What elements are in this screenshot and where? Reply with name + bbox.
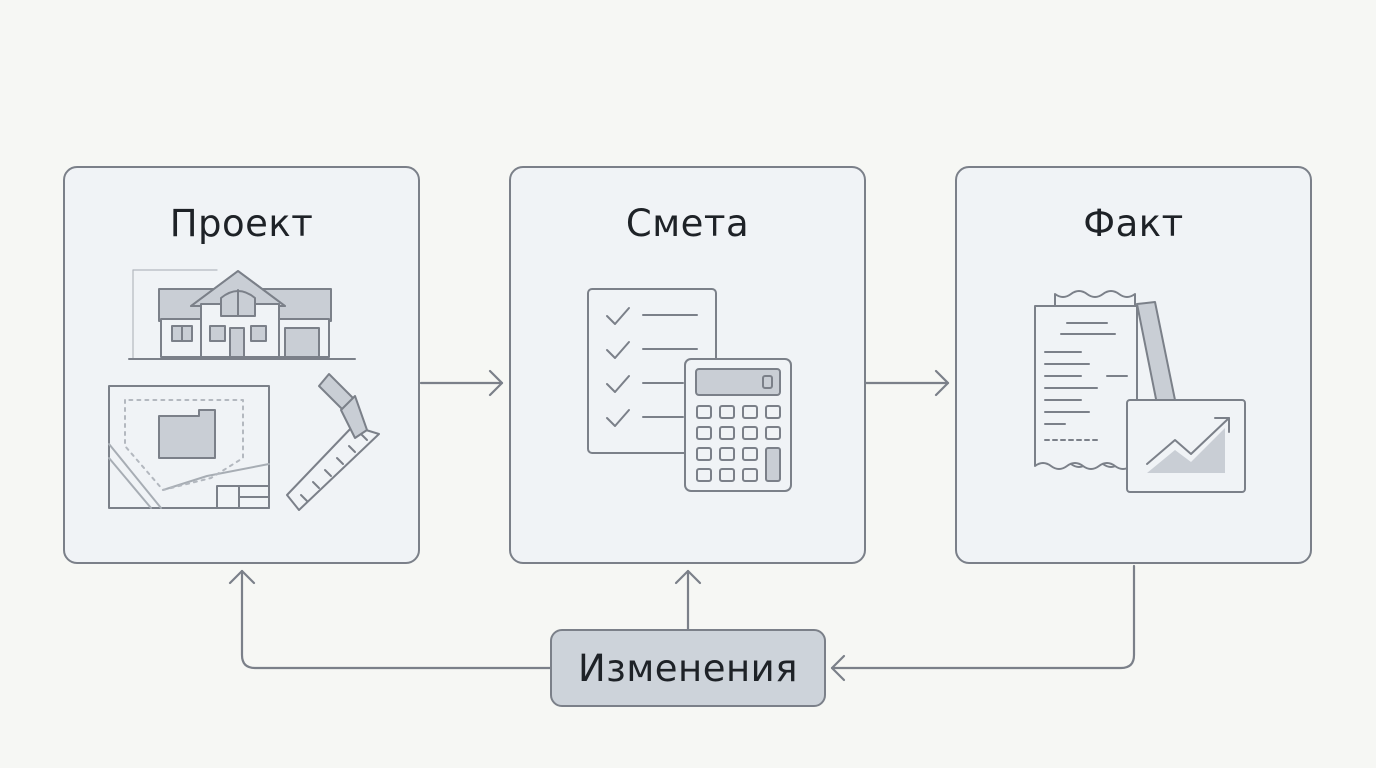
site-plan-icon (108, 385, 270, 509)
node-estimate-title: Смета (625, 202, 750, 245)
node-project: Проект (63, 166, 420, 564)
node-changes: Изменения (550, 629, 826, 707)
ruler-square-icon (286, 373, 380, 511)
node-actual-title: Факт (1083, 202, 1184, 245)
house-facade-icon (128, 269, 356, 360)
node-changes-label: Изменения (578, 646, 798, 690)
growth-chart-icon (1126, 399, 1246, 493)
arrow-actual-to-changes (830, 564, 1136, 682)
calculator-icon (684, 358, 792, 492)
arrow-changes-to-project (228, 569, 552, 670)
arrow-estimate-to-actual (864, 369, 950, 397)
node-project-title: Проект (169, 202, 314, 245)
node-estimate: Смета (509, 166, 866, 564)
arrow-project-to-estimate (419, 369, 504, 397)
arrow-changes-to-estimate (674, 569, 702, 631)
node-actual: Факт (955, 166, 1312, 564)
receipt-icon (1034, 290, 1176, 470)
